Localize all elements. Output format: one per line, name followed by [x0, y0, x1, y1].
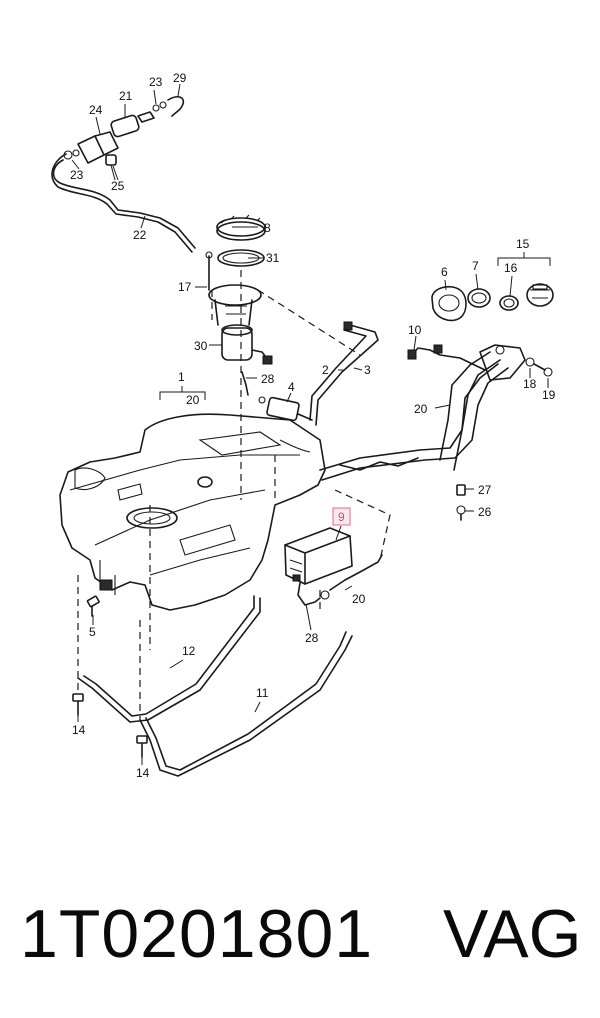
callout-27: 27: [478, 483, 492, 497]
callout-20: 20: [414, 402, 428, 416]
bolts-18-19: [525, 357, 553, 377]
callout-15: 15: [516, 237, 530, 251]
fuel-pump-module: [208, 284, 273, 365]
locking-ring: [216, 214, 266, 241]
callout-26: 26: [478, 505, 492, 519]
bolt-5: [86, 595, 100, 617]
bolt-17: [205, 251, 213, 291]
callout-29: 29: [173, 71, 187, 85]
callout-12: 12: [182, 644, 196, 658]
callout-25: 25: [111, 179, 125, 193]
callout-5: 5: [89, 625, 96, 639]
callout-30: 30: [194, 339, 208, 353]
callout-14: 14: [136, 766, 150, 780]
fuel-supply-line: [51, 149, 196, 253]
o-ring-7: [467, 288, 491, 308]
leader-lines: [71, 83, 549, 765]
callout-28: 28: [305, 631, 319, 645]
fuel-filter-assembly: [77, 95, 185, 181]
bracket-15: [497, 252, 551, 266]
callout-31: 31: [266, 251, 280, 265]
callout-21: 21: [119, 89, 133, 103]
callout-8: 8: [264, 221, 271, 235]
callout-6: 6: [441, 265, 448, 279]
fuel-filter-4: [258, 396, 313, 422]
part-number: 1T0201801: [20, 896, 374, 972]
tank-strap-12: [77, 595, 261, 723]
callout-14: 14: [72, 723, 86, 737]
filler-cap-15: [526, 283, 554, 307]
bolts-26-27: [456, 484, 466, 521]
fuel-tank-exploded-diagram: 1 20 2 3 4 5 6 7 8 9 10 11 12 14 14 15 1…: [51, 71, 556, 780]
callout-labels: 1 20 2 3 4 5 6 7 8 9 10 11 12 14 14 15 1…: [70, 71, 556, 780]
assembly-dashed-lines: [77, 270, 391, 720]
filler-seal-6: [431, 286, 467, 322]
strap-bolts-14: [72, 693, 148, 758]
callout-16: 16: [504, 261, 518, 275]
callout-20: 20: [186, 393, 200, 407]
callout-24: 24: [89, 103, 103, 117]
filler-neck-pipes: [319, 344, 526, 481]
bracket-1: [159, 386, 206, 400]
carbon-canister-9: [284, 527, 383, 606]
callout-18: 18: [523, 377, 537, 391]
callout-17: 17: [178, 280, 192, 294]
callout-22: 22: [133, 228, 147, 242]
fuel-tank: [59, 413, 326, 611]
callout-11: 11: [256, 686, 269, 700]
callout-20: 20: [352, 592, 366, 606]
pump-wire-28: [241, 371, 249, 396]
callout-9-highlight: [332, 507, 351, 526]
tank-strap-11: [139, 631, 353, 777]
callout-1: 1: [178, 370, 185, 384]
callout-10: 10: [408, 323, 422, 337]
callout-19: 19: [542, 388, 556, 402]
callout-3: 3: [364, 363, 371, 377]
brand-name: VAG: [443, 896, 582, 972]
vent-hose-10: [407, 344, 486, 371]
callout-2: 2: [322, 363, 329, 377]
seal-16: [499, 295, 519, 311]
callout-4: 4: [288, 380, 295, 394]
callout-28: 28: [261, 372, 275, 386]
callout-23: 23: [70, 168, 84, 182]
fuel-lines-2-3: [309, 321, 379, 426]
callout-9: 9: [338, 510, 345, 524]
callout-23: 23: [149, 75, 163, 89]
callout-7: 7: [472, 259, 479, 273]
